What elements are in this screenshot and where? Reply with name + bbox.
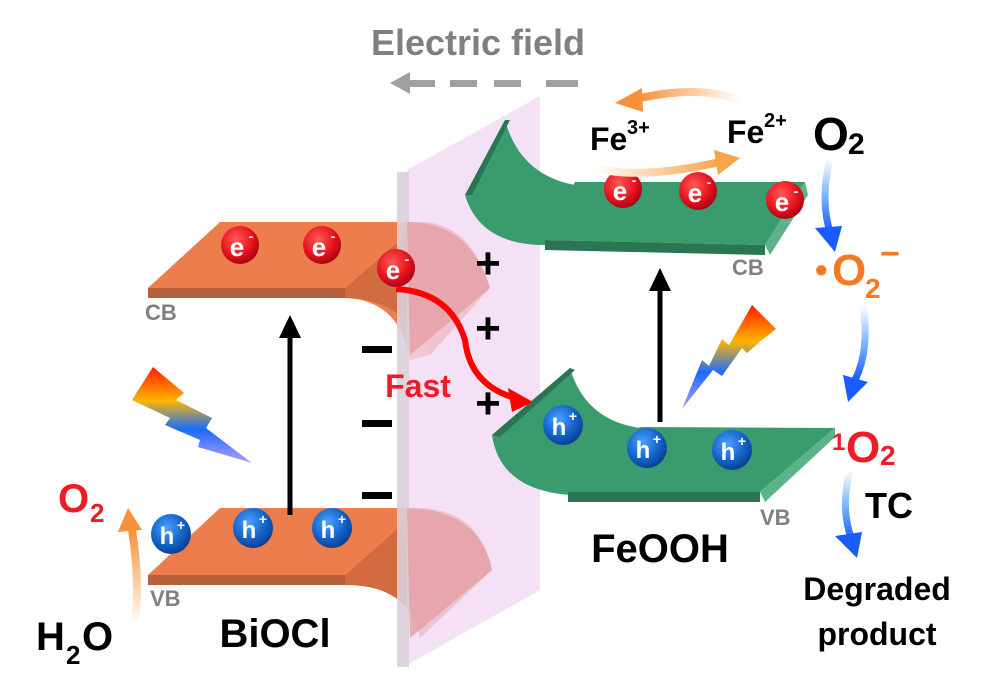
feooh-valence-band: [492, 368, 835, 502]
svg-text:O: O: [846, 423, 880, 472]
biocl-vb-label: VB: [150, 586, 181, 611]
svg-text:Fe: Fe: [727, 114, 764, 150]
svg-text:h: h: [721, 439, 736, 466]
svg-text:h: h: [636, 437, 651, 464]
svg-text:O: O: [832, 246, 866, 295]
fe3-label: Fe 3+: [590, 117, 650, 157]
svg-text:h: h: [321, 517, 336, 544]
svg-text:H: H: [36, 615, 65, 659]
negative-charge: [362, 420, 392, 427]
svg-text:+: +: [653, 431, 661, 447]
singlet-oxygen-label: 1 O 2: [832, 423, 896, 472]
degraded-product-line1: Degraded: [803, 571, 951, 607]
svg-text:-: -: [249, 228, 254, 244]
svg-text:e: e: [688, 178, 702, 208]
svg-text:2: 2: [66, 640, 80, 670]
o2-reactant-label: O 2: [813, 108, 865, 161]
biocl-excitation-arrow: [279, 315, 301, 515]
o2-product-label: O 2: [58, 477, 104, 528]
svg-text:+: +: [259, 511, 267, 527]
electron: e -: [303, 226, 341, 264]
hole: h +: [312, 508, 352, 548]
svg-text:3+: 3+: [627, 117, 650, 139]
electron: e -: [221, 226, 259, 264]
hole: h +: [712, 430, 752, 470]
svg-text:e: e: [613, 176, 627, 206]
svg-text:O: O: [82, 615, 113, 659]
svg-text:−: −: [880, 235, 900, 273]
electron: e -: [604, 170, 642, 208]
electric-field-arrow: [390, 72, 578, 94]
svg-text:1: 1: [832, 429, 845, 456]
svg-text:2: 2: [848, 128, 865, 161]
feooh-cb-label: CB: [732, 255, 764, 280]
svg-text:+: +: [338, 511, 346, 527]
positive-charge: +: [475, 304, 501, 353]
fast-transfer-arrow: [395, 286, 533, 412]
electron: e -: [766, 181, 804, 219]
light-bolt-icon: [682, 305, 776, 409]
fe-oxidation-arrow: [615, 87, 742, 112]
svg-text:O: O: [813, 108, 849, 160]
svg-text:-: -: [632, 172, 637, 188]
negative-charge: [362, 492, 392, 499]
svg-text:e: e: [775, 187, 789, 217]
svg-text:h: h: [160, 523, 175, 550]
water-oxidation-arrow: [118, 508, 142, 626]
svg-text:2+: 2+: [764, 110, 787, 132]
svg-text:+: +: [177, 517, 185, 533]
svg-text:+: +: [569, 408, 577, 424]
svg-text:-: -: [405, 251, 410, 267]
superoxide-to-singlet-arrow: [843, 304, 869, 402]
feooh-excitation-arrow: [649, 268, 671, 422]
svg-text:2: 2: [90, 498, 104, 528]
degraded-product-line2: product: [817, 616, 936, 652]
svg-text:Fe: Fe: [590, 121, 627, 157]
svg-text:-: -: [794, 183, 799, 199]
electron: e -: [679, 172, 717, 210]
feooh-label: FeOOH: [591, 527, 729, 571]
svg-text:O: O: [58, 477, 89, 521]
svg-text:+: +: [738, 433, 746, 449]
svg-text:e: e: [230, 232, 244, 262]
feooh-vb-label: VB: [760, 505, 791, 530]
svg-text:h: h: [242, 517, 257, 544]
degradation-arrow: [835, 469, 862, 558]
fe2-label: Fe 2+: [727, 110, 787, 150]
electric-field-title: Electric field: [371, 22, 585, 63]
o2-to-superoxide-arrow: [815, 157, 842, 252]
hole: h +: [627, 428, 667, 468]
tc-label: TC: [865, 485, 913, 526]
hole: h +: [151, 514, 191, 554]
biocl-cb-label: CB: [145, 300, 177, 325]
light-bolt-icon: [132, 367, 252, 463]
svg-text:e: e: [386, 255, 400, 285]
h2o-label: H 2 O: [36, 615, 113, 670]
svg-text:2: 2: [880, 440, 896, 471]
negative-charge: [362, 346, 392, 353]
biocl-label: BiOCl: [219, 612, 330, 656]
svg-text:2: 2: [865, 273, 881, 304]
fe-reduction-arrow: [593, 150, 740, 177]
hole: h +: [543, 405, 583, 445]
electron: e -: [377, 249, 415, 287]
svg-text:e: e: [312, 232, 326, 262]
svg-text:-: -: [331, 228, 336, 244]
fast-label: Fast: [385, 368, 451, 404]
positive-charge: +: [475, 239, 501, 288]
hole: h +: [233, 508, 273, 548]
svg-text:h: h: [552, 414, 567, 441]
superoxide-label: • O 2 −: [815, 235, 900, 304]
svg-text:-: -: [707, 174, 712, 190]
svg-text:•: •: [815, 249, 828, 290]
